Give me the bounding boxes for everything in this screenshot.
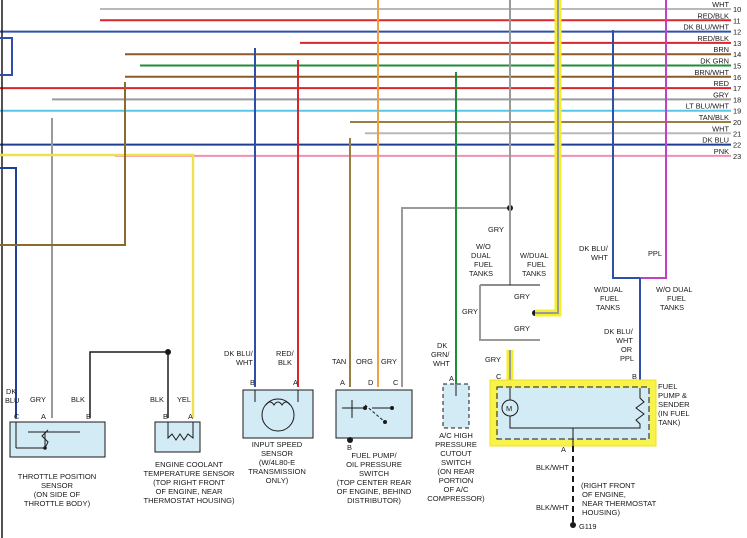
- bus-wire-number-23: 23: [733, 152, 741, 161]
- wire-label-fps-gry: GRY: [381, 357, 397, 366]
- wire-label-gry-sel2: GRY: [514, 324, 530, 333]
- wire-gry-wodual: [479, 285, 540, 341]
- pin-pump-c: C: [496, 372, 502, 381]
- pin-pump-b: B: [632, 372, 637, 381]
- bus-wire-label-16: BRN/WHT: [695, 68, 730, 77]
- bus-wire-number-13: 13: [733, 39, 741, 48]
- pin-fps-d: D: [368, 378, 373, 387]
- motor-symbol: M: [506, 404, 512, 413]
- bus-wire-label-11: RED/BLK: [697, 11, 729, 20]
- wire-label-gry-pump: GRY: [485, 355, 501, 364]
- label-ground-id: G119: [579, 522, 597, 531]
- bus-wire-number-14: 14: [733, 50, 741, 59]
- wire-label-gry-top: GRY: [488, 225, 504, 234]
- wire-dkblu-left-loop: [0, 37, 13, 76]
- ac-high-pressure-cutout-switch: [442, 383, 470, 429]
- bus-wire-number-20: 20: [733, 118, 741, 127]
- wire-ect-yel: [0, 153, 195, 418]
- pin-tps-b: B: [86, 412, 91, 421]
- bus-wire-number-12: 12: [733, 28, 741, 37]
- wire-tps-blk: [89, 351, 168, 418]
- bus-wire-label-23: PNK: [714, 147, 729, 156]
- wire-label-ppl-top: PPL: [648, 249, 662, 258]
- wire-ppl-pump: [640, 0, 667, 279]
- bus-wire-label-15: DK GRN: [700, 57, 729, 66]
- bus-wire-label-22: DK BLU: [702, 136, 729, 145]
- bus-wire-number-11: 11: [733, 16, 741, 25]
- fuel-pump-oil-pressure-switch: [335, 389, 413, 443]
- pin-tps-a: A: [41, 412, 46, 421]
- pin-ac-a: A: [449, 374, 454, 383]
- bus-wire-number-19: 19: [733, 107, 741, 116]
- bus-wire-label-13: RED/BLK: [697, 34, 729, 43]
- bus-wire-label-17: RED: [713, 79, 729, 88]
- bus-wire-label-18: GRY: [713, 90, 729, 99]
- pin-iss-b: B: [250, 378, 255, 387]
- pin-fps-c: C: [393, 378, 399, 387]
- wire-dkbluwht-pump: [612, 30, 640, 279]
- throttle-position-sensor: [9, 421, 106, 458]
- bus-wire-number-10: 10: [733, 5, 741, 14]
- wire-label-fps-tan: TAN: [332, 357, 346, 366]
- bus-wire-label-10: WHT: [712, 0, 729, 9]
- wire-label-dkbluwht-top: DK BLU/WHT: [579, 244, 609, 262]
- wire-label-iss-redblk: RED/BLK: [276, 349, 295, 367]
- input-speed-sensor: [242, 389, 314, 439]
- pin-tps-c: C: [14, 412, 20, 421]
- wire-tps-dkblu: [0, 167, 17, 418]
- wire-label-gry-sel1: GRY: [514, 292, 530, 301]
- wire-label-blkwht-1: BLK/WHT: [536, 463, 569, 472]
- bus-wire-number-16: 16: [733, 73, 741, 82]
- wire-brnwht-loop: [0, 82, 126, 246]
- wire-label-gry-left: GRY: [462, 307, 478, 316]
- bus-wire-label-20: TAN/BLK: [699, 113, 729, 122]
- pin-iss-a: A: [293, 378, 298, 387]
- wire-label-tps-gry: GRY: [30, 395, 46, 404]
- wire-label-fps-org: ORG: [356, 357, 373, 366]
- pin-ect-b: B: [163, 412, 168, 421]
- fuel-pump-sender: M: [489, 379, 657, 447]
- pin-ect-a: A: [188, 412, 193, 421]
- engine-coolant-temperature-sensor: [154, 421, 201, 453]
- bus-wire-number-21: 21: [733, 129, 741, 138]
- bus-wire-number-15: 15: [733, 62, 741, 71]
- bus-wire-number-18: 18: [733, 95, 741, 104]
- ground-point: [570, 522, 576, 528]
- wire-label-iss-dkbluwht: DK BLU/WHT: [224, 349, 254, 367]
- pin-fps-b: B: [347, 443, 352, 452]
- pin-fps-a: A: [340, 378, 345, 387]
- bus-wire-number-17: 17: [733, 84, 741, 93]
- wire-gry-highlighted: [535, 0, 559, 314]
- wire-label-blkwht-2: BLK/WHT: [536, 503, 569, 512]
- bus-wire-label-19: LT BLU/WHT: [686, 102, 730, 111]
- wire-label-ect-blk: BLK: [150, 395, 164, 404]
- bus-wire-label-12: DK BLU/WHT: [683, 23, 729, 32]
- bus-wire-number-22: 22: [733, 141, 741, 150]
- wire-label-ect-yel: YEL: [177, 395, 191, 404]
- wire-fps-gry: [401, 207, 510, 387]
- pin-pump-a: A: [561, 445, 566, 454]
- wire-label-tps-blk: BLK: [71, 395, 85, 404]
- bus-wire-group: [0, 8, 731, 157]
- bus-wire-label-21: WHT: [712, 124, 729, 133]
- bus-wire-label-14: BRN: [713, 45, 729, 54]
